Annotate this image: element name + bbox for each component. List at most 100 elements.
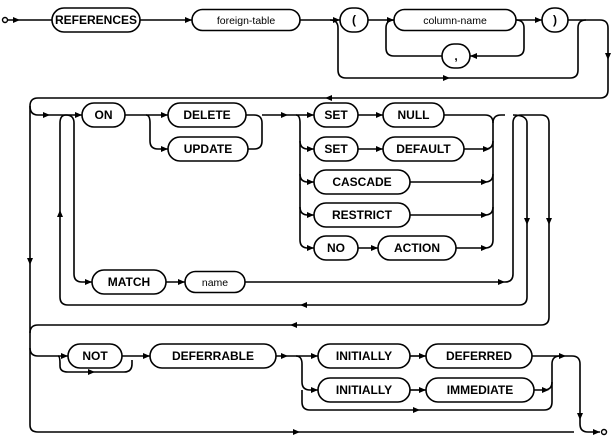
connector-line [410,206,494,216]
node-set1: SET [313,102,359,128]
arrow-icon [498,279,505,285]
arrow-icon [293,429,300,435]
node-label: DEFAULT [396,142,451,156]
arrow-icon [75,112,82,118]
node-label: INITIALLY [336,349,392,363]
connector-line [329,19,587,79]
arrow-icon [178,279,185,285]
arrow-icon [419,353,426,359]
connector-line [410,173,494,183]
node-set2: SET [313,136,359,162]
arrow-icon [43,112,50,118]
arrow-icon [546,218,552,225]
arrow-icon [542,387,549,393]
arrow-icon [559,353,566,359]
node-on: ON [81,102,126,128]
node-deferrable: DEFERRABLE [149,343,277,369]
node-column-name: column-name [393,8,517,32]
node-default: DEFAULT [382,136,465,162]
node-label: ACTION [394,241,440,255]
arrow-icon [307,146,314,152]
arrow-icon [387,17,394,23]
node-label: foreign-table [217,15,276,27]
arrow-icon [593,429,600,435]
node-deferred: DEFERRED [425,343,533,369]
arrow-icon [481,212,488,218]
node-restrict: RESTRICT [313,202,411,228]
connector-line [295,114,314,249]
node-cascade: CASCADE [313,169,411,195]
arrow-icon [161,112,168,118]
connector-line [59,114,528,306]
arrow-icon [290,322,297,328]
start-terminal-icon [1,16,9,24]
node-delete: DELETE [167,102,247,128]
node-initially2: INITIALLY [317,377,411,403]
connector-line [532,355,600,433]
arrow-icon [483,146,490,152]
arrow-icon [481,179,488,185]
arrow-icon [311,353,318,359]
node-rparen: ) [541,7,569,33]
arrow-icon [307,112,314,118]
arrow-icon [27,258,33,265]
arrow-icon [376,146,383,152]
node-immediate: IMMEDIATE [425,377,535,403]
connector-line [29,19,609,433]
node-comma: , [441,43,471,69]
arrow-icon [57,210,63,217]
arrow-icon [185,17,192,23]
connector-line [301,355,561,411]
arrow-icon [413,407,420,413]
arrow-icon [443,75,450,81]
connector-line [29,347,68,357]
node-label: NOT [82,349,108,363]
node-foreign-table: foreign-table [191,8,301,32]
arrow-icon [300,302,307,308]
node-label: DEFERRABLE [172,349,254,363]
node-lparen: ( [339,7,369,33]
node-label: IMMEDIATE [447,383,513,397]
connector-line [492,114,505,124]
arrow-icon [85,279,92,285]
node-label: CASCADE [332,175,391,189]
connector-line [57,355,133,373]
arrow-icon [307,179,314,185]
arrow-icon [311,387,318,393]
node-label: , [454,49,457,63]
node-label: MATCH [108,275,150,289]
arrow-icon [470,53,477,59]
node-label: DEFERRED [446,349,512,363]
node-label: column-name [423,15,487,27]
arrow-icon [13,17,20,23]
node-no: NO [313,235,359,261]
node-action: ACTION [377,235,457,261]
arrow-icon [481,245,488,251]
arrow-icon [524,218,530,225]
arrow-icon [281,353,288,359]
arrow-icon [143,353,150,359]
connector-line [65,114,92,283]
node-not: NOT [67,343,123,369]
node-label: NULL [398,108,430,122]
arrow-icon [307,212,314,218]
arrow-icon [307,245,314,251]
connector-line [464,140,494,150]
node-label: SET [324,108,348,122]
node-label: SET [324,142,348,156]
arrow-icon [535,17,542,23]
node-label: ON [95,108,113,122]
connector-line [444,114,494,249]
arrow-icon [88,369,95,375]
connector-line [38,114,550,326]
connector-line [29,324,39,334]
node-update: UPDATE [167,136,249,162]
arrow-icon [61,353,68,359]
node-label: RESTRICT [332,208,393,222]
connector-line [246,114,263,150]
arrow-icon [577,413,583,420]
node-label: ( [352,13,356,27]
arrow-icon [325,95,332,101]
arrow-icon [333,17,340,23]
